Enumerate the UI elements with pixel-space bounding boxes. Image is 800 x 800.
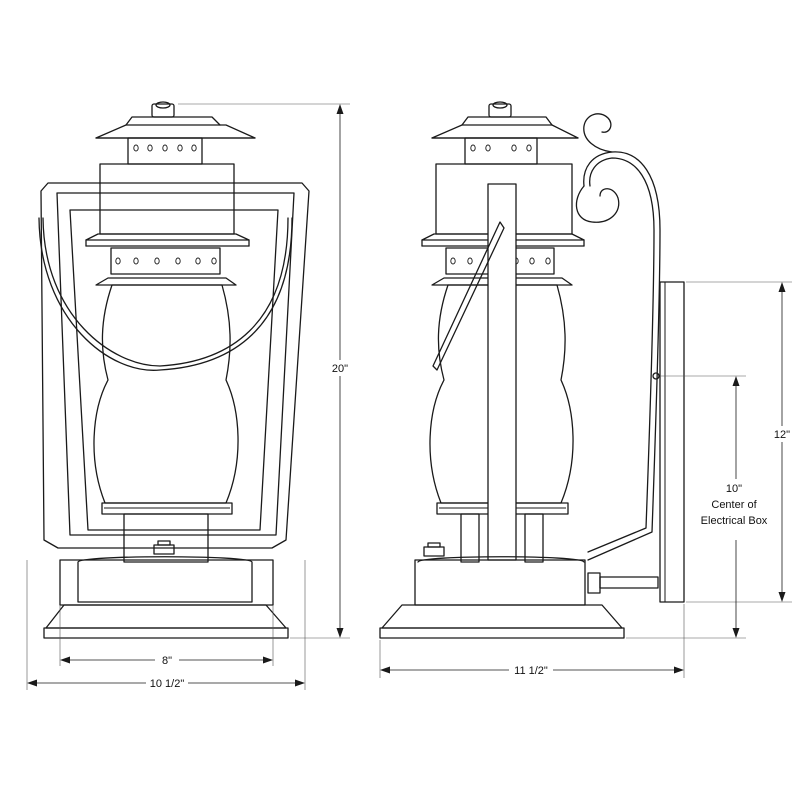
front-top-knob — [151, 103, 175, 118]
front-outer-frame-inner-edge — [56, 192, 295, 536]
side-top-scroll — [583, 113, 613, 153]
dim-box-center-line3: Electrical Box — [701, 515, 768, 527]
front-inner-frame — [69, 209, 279, 531]
dim-box-center-line2: Center of — [711, 499, 757, 511]
side-upper-vent-ring — [464, 137, 538, 165]
side-middle-scroll — [575, 185, 620, 223]
side-arm-collar — [587, 572, 601, 594]
dim-depth-11-5-label: 11 1/2" — [514, 665, 548, 677]
side-view-lantern — [379, 101, 685, 639]
side-base — [381, 604, 623, 629]
front-upper-flange — [85, 233, 250, 241]
side-burner-right — [524, 513, 544, 563]
side-wall-arm — [583, 151, 661, 561]
side-upper-flange — [421, 233, 585, 241]
front-burner — [123, 513, 209, 563]
front-outer-frame — [40, 182, 310, 549]
side-top-knob — [488, 103, 512, 118]
front-view-lantern — [38, 101, 310, 639]
front-wick-knob — [153, 544, 175, 555]
front-glass-globe — [93, 284, 239, 504]
front-chimney — [99, 163, 235, 235]
dim-backplate-12-label: 12" — [774, 429, 790, 441]
dimension-lines: 20" 8" 10 1/2" 11 1/2" 12" — [26, 103, 796, 691]
side-wick-knob — [423, 546, 445, 557]
front-base-rim — [43, 627, 289, 639]
side-top-cap — [431, 124, 579, 139]
side-fount — [414, 559, 586, 606]
dim-width-10-5-label: 10 1/2" — [150, 678, 185, 690]
front-base — [45, 604, 287, 629]
side-frame-post — [487, 183, 517, 561]
side-burner-left — [460, 513, 480, 563]
side-base-rim — [379, 627, 625, 639]
side-backplate — [659, 281, 685, 603]
front-fount — [59, 559, 274, 606]
dim-box-center-10-label: 10" — [726, 483, 742, 495]
front-globe-flange — [95, 277, 237, 286]
front-bail-handle — [38, 217, 293, 371]
dim-width-8-label: 8" — [162, 655, 172, 667]
front-lower-vent-ring — [110, 247, 221, 275]
side-mount-screw — [652, 372, 660, 380]
side-bail-handle — [432, 221, 505, 371]
front-top-cap — [95, 124, 256, 139]
dim-height-20-label: 20" — [332, 363, 348, 375]
side-arm-rod — [599, 576, 659, 589]
